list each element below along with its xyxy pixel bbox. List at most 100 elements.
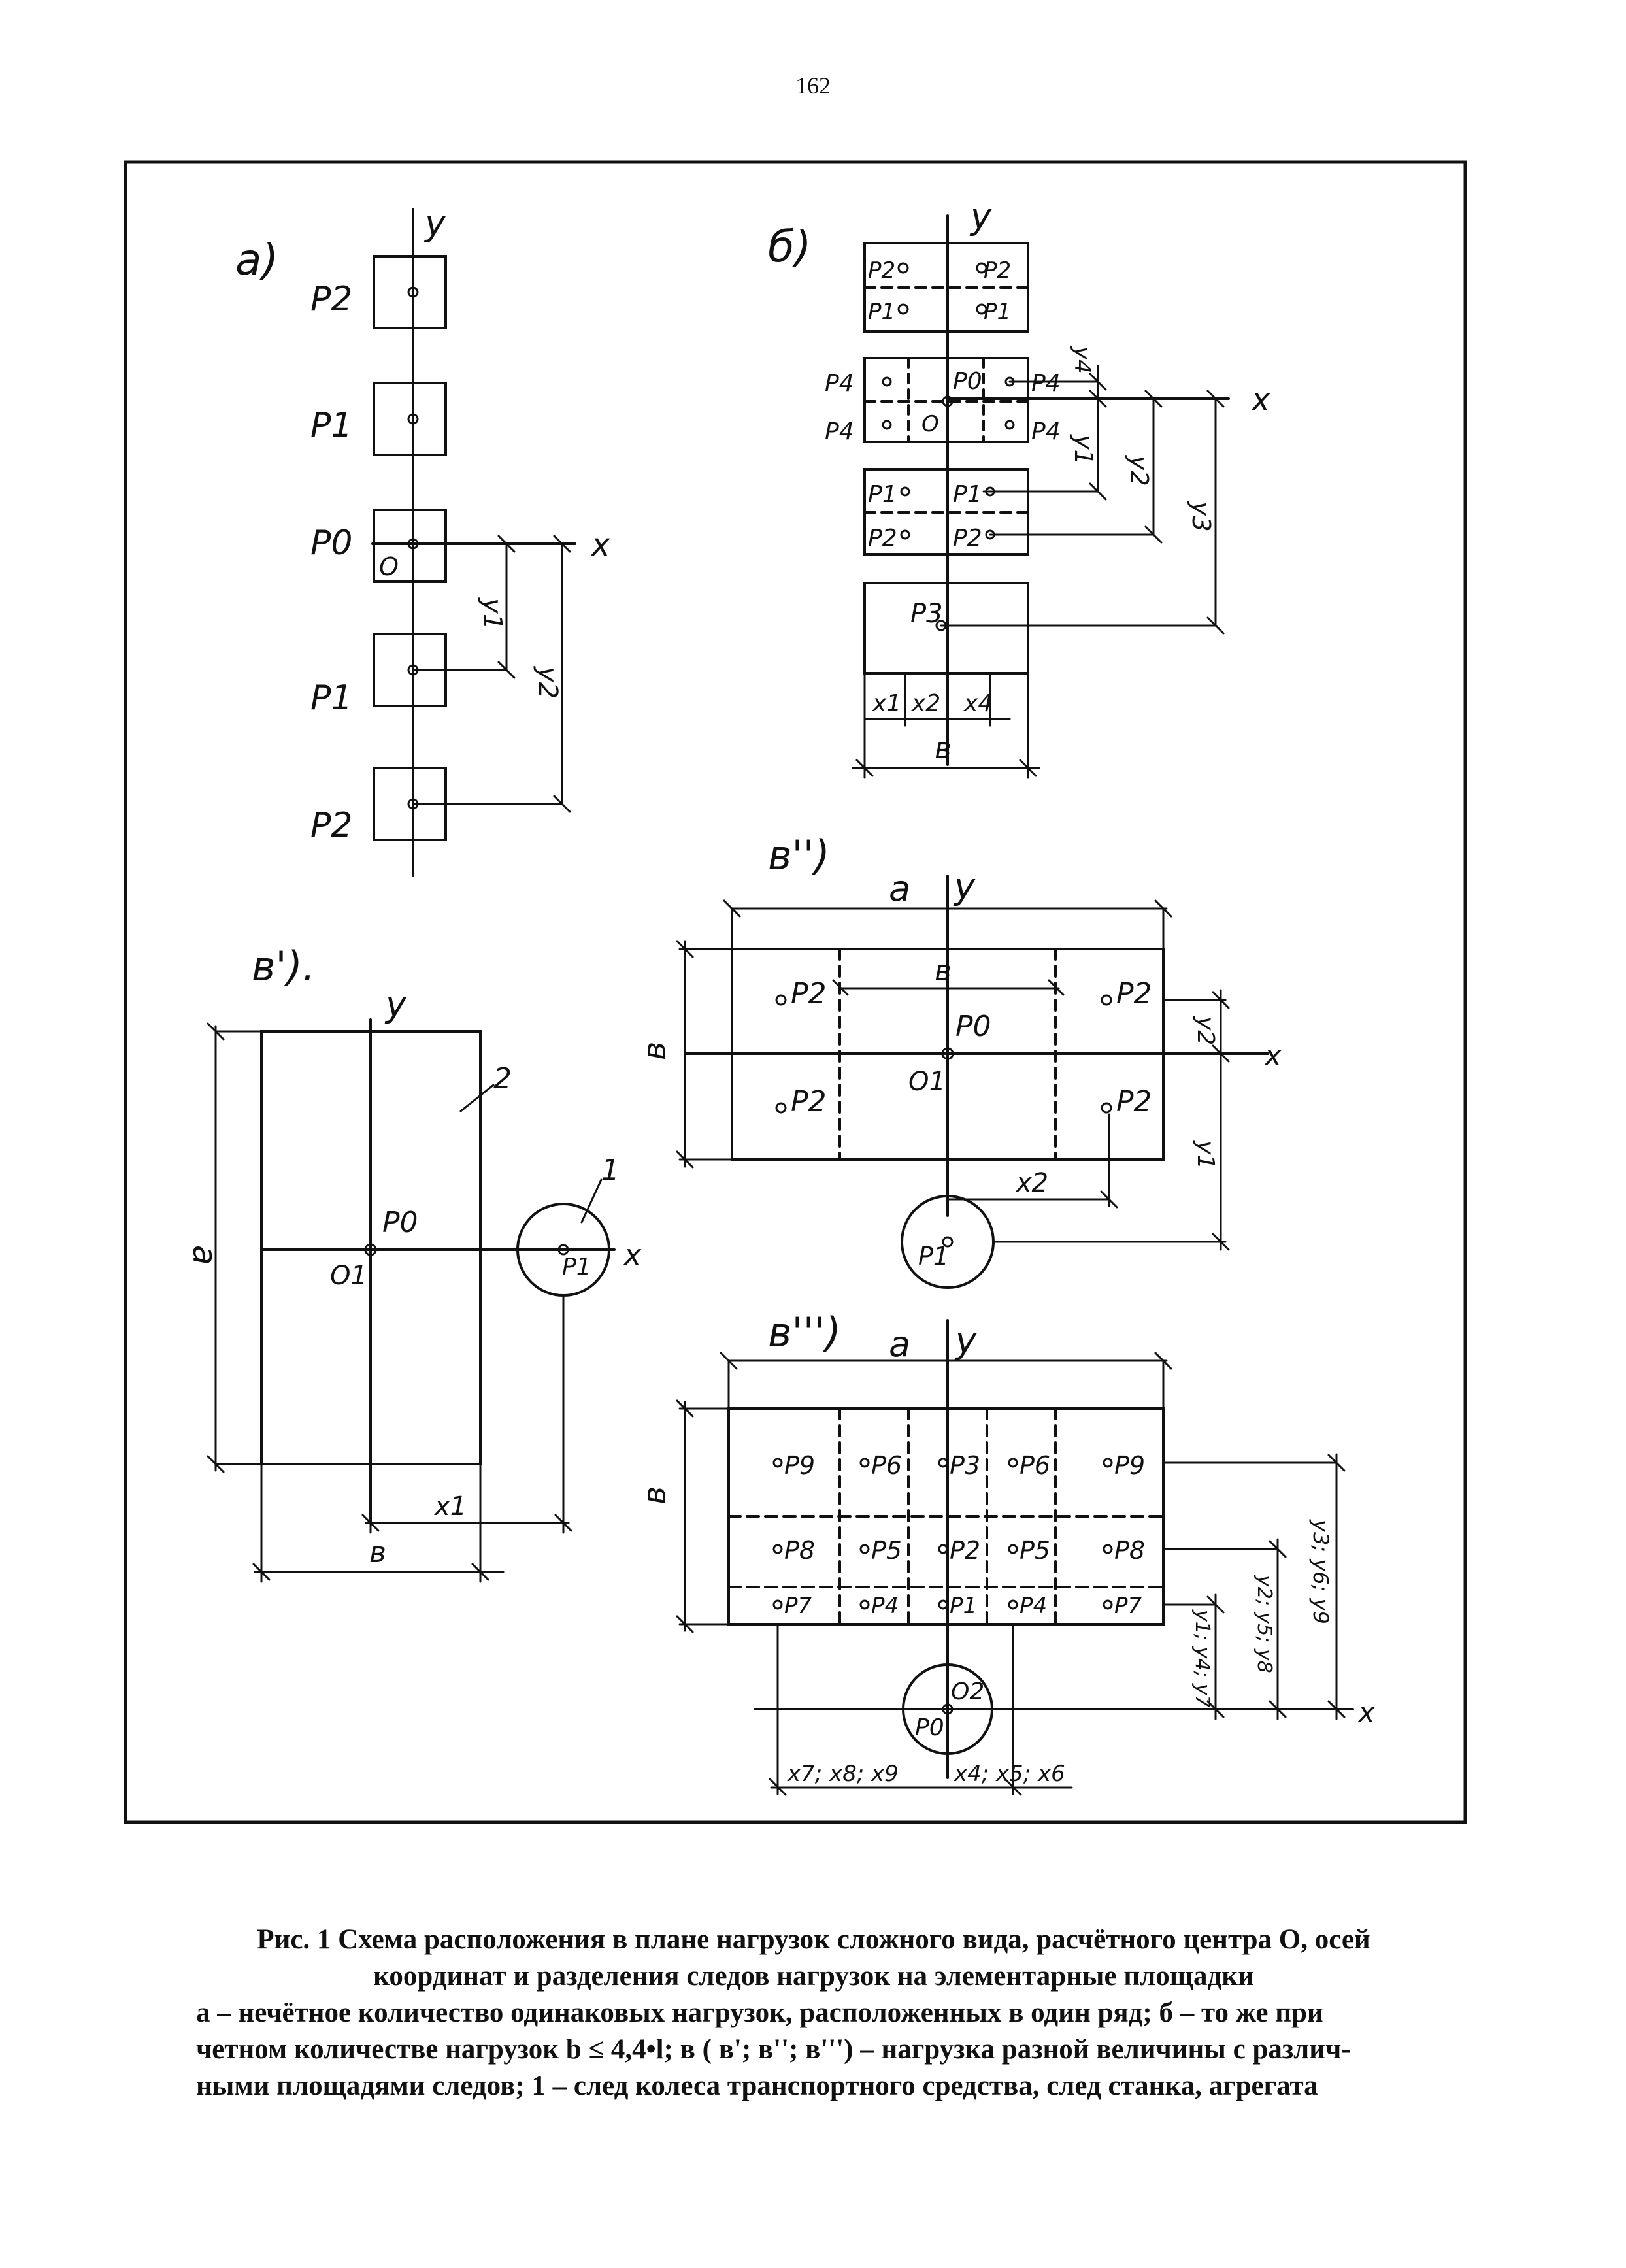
panel-a-axis-x: x xyxy=(590,527,610,563)
panel-v1-axis-x: x xyxy=(623,1239,642,1272)
panel-b-mid-3: P4 xyxy=(1031,370,1061,397)
panel-v3-dim-v: в xyxy=(637,1486,673,1505)
panel-a-load-2: P1 xyxy=(310,406,352,445)
panel-a-origin: O xyxy=(379,552,399,581)
panel-b-mid-0: P0 xyxy=(953,368,982,395)
panel-v3-r3-2: P4 xyxy=(871,1593,899,1619)
panel-v2-load-3: P2 xyxy=(791,1085,827,1118)
panel-a-axis-y: y xyxy=(423,203,446,244)
panel-b-mid-2: P4 xyxy=(825,418,854,445)
panel-v1-wheel xyxy=(516,1203,610,1297)
panel-b-top-3: P1 xyxy=(868,299,895,325)
panel-v1-wheel-callout: 1 xyxy=(601,1154,620,1187)
panel-v3-dim-y258: y2; y5; y8 xyxy=(1253,1575,1276,1673)
panel-v3-dim-a: a xyxy=(889,1324,910,1365)
caption-body-line-3: ными площадями следов; 1 – след колеса т… xyxy=(196,2071,1318,2101)
panel-v2-load-4: P2 xyxy=(1116,1085,1152,1118)
caption-title-line-1: Рис. 1 Схема расположения в плане нагруз… xyxy=(257,1924,1370,1955)
panel-v3-r3-5: P7 xyxy=(1114,1593,1142,1619)
panel-v3-r1-3: P3 xyxy=(950,1451,980,1480)
panel-v3-r1-5: P9 xyxy=(1114,1451,1145,1480)
panel-v3-wheel-label: P0 xyxy=(915,1714,944,1741)
panel-v3-r1-4: P6 xyxy=(1020,1451,1050,1480)
panel-v3-r2-4: P5 xyxy=(1020,1536,1050,1565)
panel-b-low-4: P2 xyxy=(953,525,982,552)
panel-a-load-4: P1 xyxy=(310,678,352,718)
panel-b-mid-4: P4 xyxy=(1031,418,1061,445)
panel-v1-slab xyxy=(260,1030,482,1465)
panel-v3-r1-2: P6 xyxy=(871,1451,902,1480)
panel-v2-dim-y1: y1 xyxy=(1192,1140,1219,1169)
panel-v1-wheel-label: P1 xyxy=(562,1254,591,1280)
panel-v3-dim-x789: x7; x8; x9 xyxy=(787,1761,899,1787)
caption-title-line-2: координат и разделения следов нагрузок н… xyxy=(373,1961,1254,1992)
panel-b-dim-y1: y1 xyxy=(1069,434,1098,465)
panel-v3-label: в''') xyxy=(768,1309,841,1356)
panel-v2-dim-v: в xyxy=(637,1042,673,1060)
panel-a: а) y x P2 P1 P0 O P1 P2 y1 y2 xyxy=(235,203,610,877)
panel-a-dim-1: y1 xyxy=(477,597,507,630)
caption-body-line-1: а – нечётное количество одинаковых нагру… xyxy=(196,1997,1323,2028)
panel-v2-axis-y: y xyxy=(953,866,976,907)
panel-v2: в'') y a x P0 O1 P2 P2 P2 P2 в xyxy=(637,831,1282,1289)
panel-v3-dim-x456: x4; x5; x6 xyxy=(954,1761,1065,1787)
panel-b-dim-x4: x4 xyxy=(963,690,993,717)
panel-v1-slab-callout: 2 xyxy=(493,1062,512,1095)
panel-v1-load: P0 xyxy=(382,1206,418,1239)
panel-a-label: а) xyxy=(235,235,278,285)
panel-b-top-4: P1 xyxy=(984,299,1011,325)
figure-caption: Рис. 1 Схема расположения в плане нагруз… xyxy=(196,1922,1431,2105)
page-number: 162 xyxy=(795,73,831,99)
panel-v3-dim-y147: y1; y4; y7 xyxy=(1191,1609,1214,1708)
caption-body-line-2: четном количестве нагрузок b ≤ 4,4•l; в … xyxy=(196,2034,1351,2065)
panel-v2-axis-x: x xyxy=(1263,1039,1282,1073)
panel-b-dim-y4: y4 xyxy=(1069,346,1095,374)
panel-b-mid-1: P4 xyxy=(825,370,854,397)
panel-b-dim-width: в xyxy=(935,732,952,765)
panel-v3-r3-1: P7 xyxy=(784,1593,812,1619)
panel-b-dim-x1: x1 xyxy=(872,690,901,717)
panel-b-dim-y2: y2 xyxy=(1125,455,1153,486)
panel-v2-load-2: P2 xyxy=(1116,977,1152,1010)
panel-v1-dim-a: a xyxy=(186,1245,224,1265)
panel-v1-dim-b: в xyxy=(369,1536,386,1569)
panel-b-low-2: P1 xyxy=(953,481,982,508)
panel-v2-dim-x: x2 xyxy=(1015,1168,1048,1198)
panel-a-dim-2: y2 xyxy=(533,666,563,699)
panel-v3-r2-5: P8 xyxy=(1114,1536,1145,1565)
panel-v3-r3-3: P1 xyxy=(950,1593,977,1619)
panel-b-origin: O xyxy=(921,411,939,437)
drawing-frame xyxy=(124,160,1467,1824)
panel-v3-axis-x: x xyxy=(1357,1696,1376,1729)
panel-v2-label: в'') xyxy=(768,831,830,879)
panel-b-label: б) xyxy=(768,222,811,272)
panel-v2-dim-v-inner: в xyxy=(935,954,952,988)
panel-v1: в'). y x P0 O1 P1 1 2 a xyxy=(186,942,642,1583)
panel-v1-axis-y: y xyxy=(384,984,407,1025)
panel-b: б) y P2 P2 P1 P1 P4 P4 P0 O P4 P4 xyxy=(768,196,1270,779)
panel-b-axis-x: x xyxy=(1250,382,1270,418)
panel-v2-load: P0 xyxy=(955,1010,991,1043)
panel-v2-dim-y2: y2 xyxy=(1192,1016,1219,1045)
panel-v3-r2-2: P5 xyxy=(871,1536,902,1565)
panel-b-top-1: P2 xyxy=(868,258,895,284)
panel-b-low-3: P2 xyxy=(868,525,897,552)
panel-v1-label: в'). xyxy=(252,942,315,990)
panel-v2-origin: O1 xyxy=(908,1067,946,1097)
panel-v3-origin: O2 xyxy=(951,1678,984,1705)
panel-v1-dim-x: x1 xyxy=(433,1492,467,1522)
panel-v2-wheel-label: P1 xyxy=(918,1242,949,1271)
panel-v3-dim-y369: y3; y6; y9 xyxy=(1308,1519,1333,1624)
panel-a-load-5: P2 xyxy=(310,806,352,845)
panel-v2-dim-a: a xyxy=(889,868,910,909)
panel-b-axis-y: y xyxy=(969,196,992,237)
panel-v2-load-1: P2 xyxy=(791,977,827,1010)
panel-b-low-1: P1 xyxy=(868,481,897,508)
panel-a-load-1: P2 xyxy=(310,280,352,319)
panel-b-dim-y3: y3 xyxy=(1187,501,1216,532)
panel-v3-r1-1: P9 xyxy=(784,1451,815,1480)
panel-v3-r2-1: P8 xyxy=(784,1536,815,1565)
panel-v3-axis-y: y xyxy=(954,1320,977,1361)
